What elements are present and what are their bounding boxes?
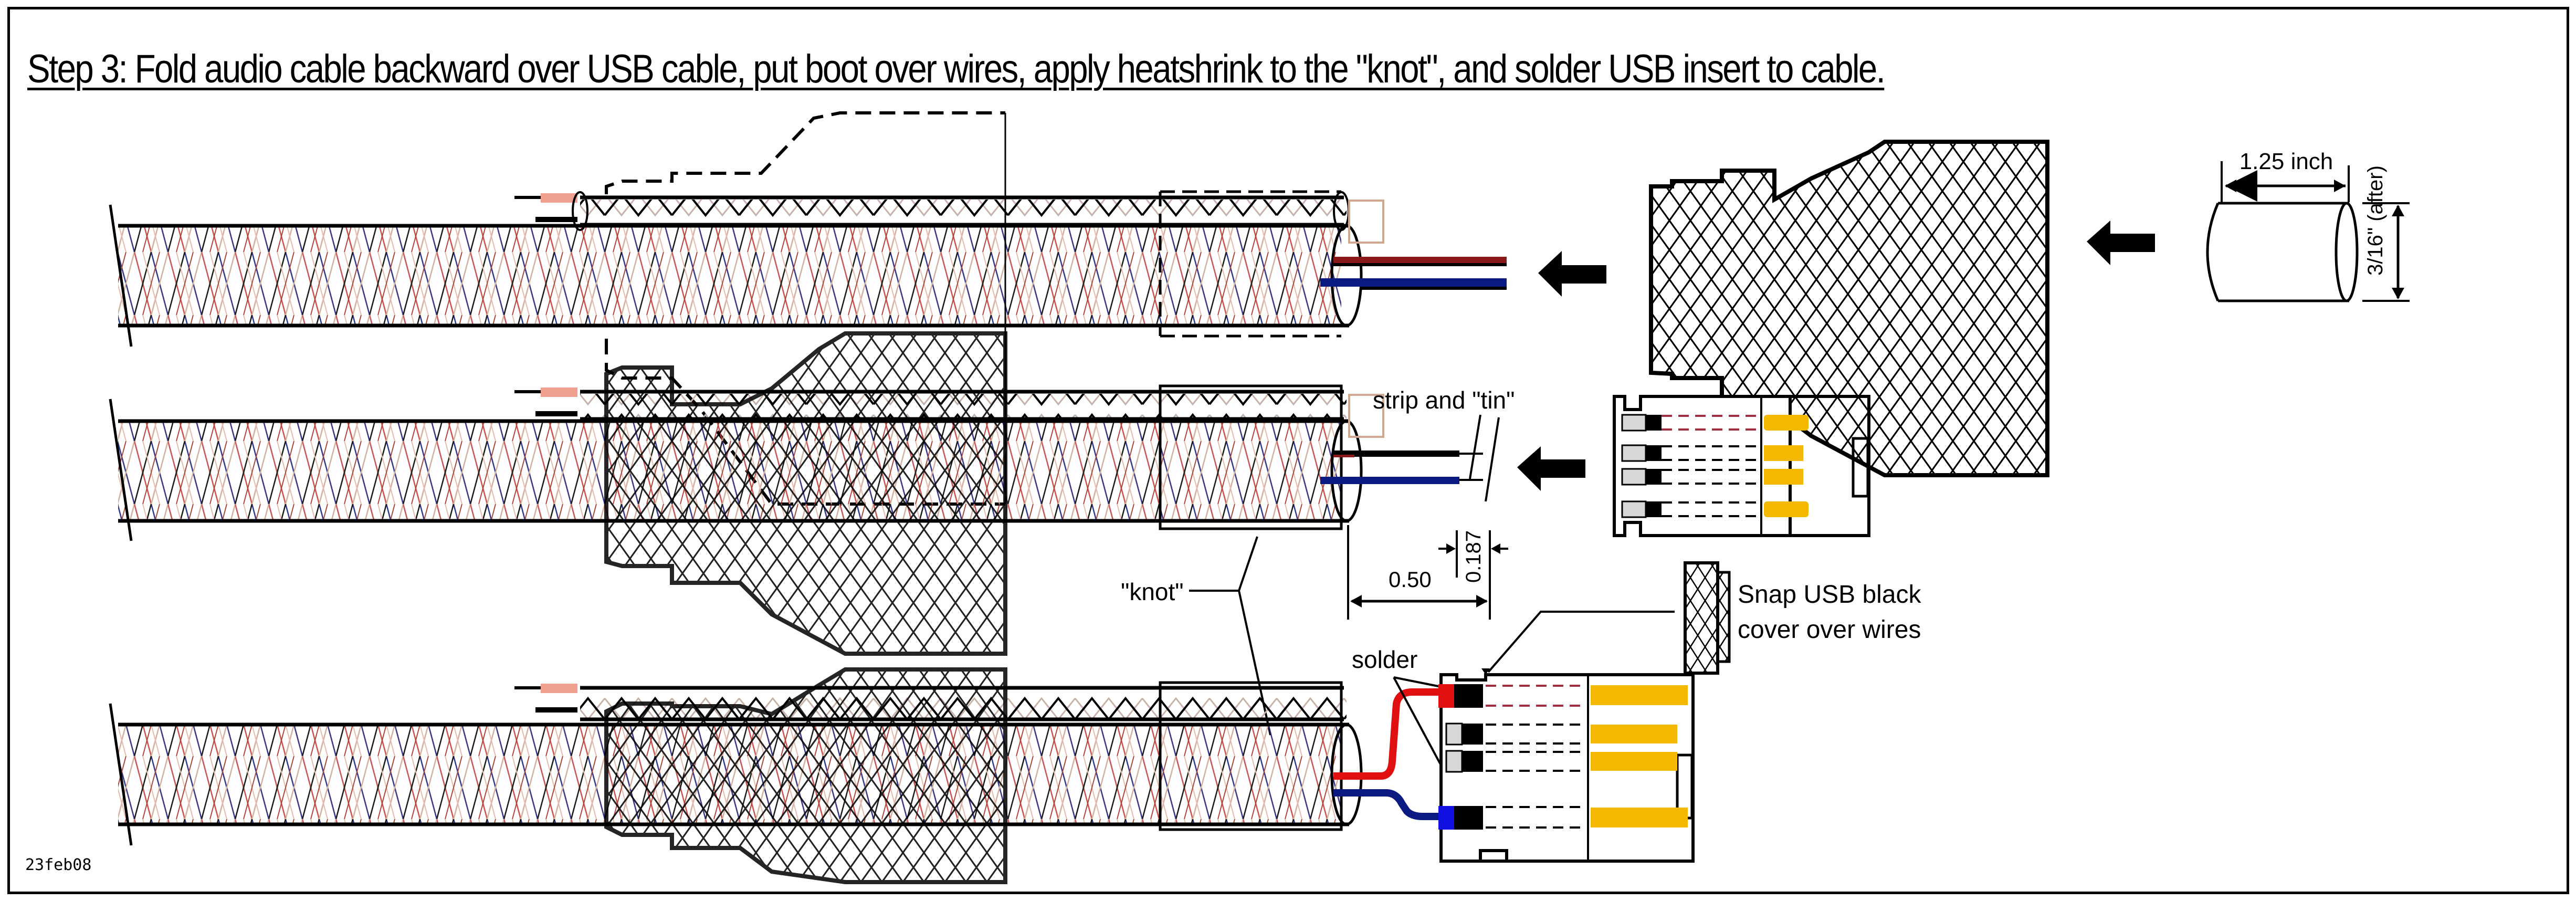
stage1-wires bbox=[1320, 257, 1507, 290]
arrow-left-icon bbox=[1538, 251, 1606, 297]
leader-line bbox=[1485, 417, 1500, 502]
label-knot: "knot" bbox=[1121, 578, 1184, 605]
label-snap-cover-line1: Snap USB black bbox=[1738, 581, 1922, 609]
label-snap-cover-line2: cover over wires bbox=[1738, 616, 1921, 644]
arrow-left-icon bbox=[2087, 221, 2155, 265]
audio-cable bbox=[514, 191, 1384, 244]
stage-2: strip and "tin" 0.50 0. bbox=[109, 331, 1870, 736]
usb-pin bbox=[1621, 414, 1809, 432]
heatshrink-tube bbox=[2206, 161, 2410, 302]
usb-pin bbox=[1438, 684, 1688, 708]
boot-part bbox=[604, 667, 1007, 884]
boot-part bbox=[1649, 140, 2049, 477]
leader-line bbox=[1487, 611, 1675, 673]
dimension-lines bbox=[1347, 525, 1508, 620]
page-title: Step 3: Fold audio cable backward over U… bbox=[27, 47, 1886, 91]
blue-wire bbox=[1333, 789, 1441, 820]
label-heatshrink-length: 1.25 inch bbox=[2239, 149, 2333, 174]
heatshrink bbox=[1159, 681, 1343, 831]
usb-pins bbox=[1621, 414, 1809, 518]
stage-3: solder Snap USB black cover over wires bbox=[109, 561, 1922, 884]
red-wire bbox=[1333, 688, 1441, 780]
diagram-frame bbox=[7, 7, 2569, 894]
usb-pin bbox=[1438, 806, 1688, 830]
heatshrink-outline-dashed bbox=[1159, 190, 1341, 338]
boot-part bbox=[604, 331, 1007, 656]
usb-black-cover bbox=[1684, 561, 1719, 675]
pointer-dot bbox=[1481, 668, 1490, 675]
label-dim-0-187: 0.187 bbox=[1462, 530, 1485, 583]
usb-pin bbox=[1445, 750, 1677, 773]
leader-line bbox=[1469, 414, 1481, 479]
arrow-left-icon bbox=[1517, 446, 1585, 491]
label-heatshrink-diameter: 3/16" (after) bbox=[2364, 165, 2387, 276]
leader-line bbox=[1393, 676, 1442, 688]
stage-1: 1.25 inch 3/16" (after) bbox=[109, 111, 2410, 506]
usb-pin bbox=[1621, 468, 1803, 486]
stage2-wires bbox=[1320, 450, 1483, 484]
usb-pin bbox=[1621, 500, 1809, 518]
label-solder: solder bbox=[1352, 646, 1417, 673]
cable-break-mark bbox=[109, 204, 133, 347]
usb-black-cover-lip bbox=[1716, 571, 1731, 663]
date-stamp: 23feb08 bbox=[25, 856, 92, 874]
label-dim-0-50: 0.50 bbox=[1389, 567, 1432, 592]
usb-insert bbox=[1613, 395, 1870, 537]
usb-pin bbox=[1445, 722, 1677, 746]
leader-line bbox=[1238, 536, 1258, 591]
pink-wire-tip bbox=[541, 193, 577, 203]
usb-insert-soldered bbox=[1438, 673, 1695, 863]
usb-pin bbox=[1621, 444, 1803, 462]
label-strip-and-tin: strip and "tin" bbox=[1373, 386, 1515, 414]
